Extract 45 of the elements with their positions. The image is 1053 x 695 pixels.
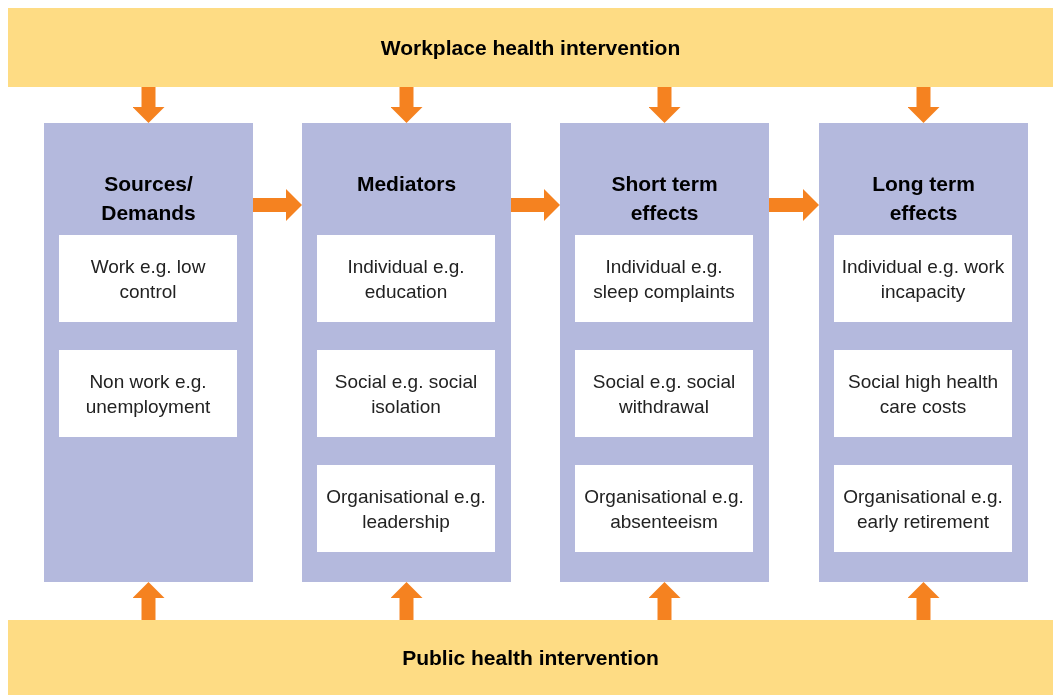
example-box	[575, 235, 753, 322]
intervention-band	[8, 620, 1053, 695]
example-text: Individual e.g. sleep complaints	[592, 254, 736, 304]
example-box	[317, 465, 495, 552]
example-box	[575, 465, 753, 552]
column-heading: Mediators	[355, 171, 458, 197]
column-heading: Short term effects	[610, 171, 719, 226]
example-text: Non work e.g. unemployment	[84, 369, 212, 419]
arrow	[132, 582, 165, 620]
example-box	[59, 350, 237, 437]
stage-column	[302, 123, 511, 582]
arrow	[769, 189, 819, 221]
arrow	[907, 87, 940, 123]
arrow	[648, 87, 681, 123]
column-heading: Long term effects	[871, 171, 976, 226]
column-heading: Sources/ Demands	[100, 171, 197, 226]
example-text: Social e.g. social withdrawal	[591, 369, 737, 419]
stage-column	[819, 123, 1028, 582]
example-text: Work e.g. low control	[89, 254, 207, 304]
example-box	[834, 350, 1012, 437]
example-text: Social e.g. social isolation	[333, 369, 479, 419]
stage-column	[560, 123, 769, 582]
arrow	[390, 87, 423, 123]
example-box	[575, 350, 753, 437]
arrow	[390, 582, 423, 620]
example-box	[834, 465, 1012, 552]
band-title: Workplace health intervention	[380, 35, 681, 60]
example-text: Individual e.g. work incapacity	[840, 254, 1006, 304]
example-text: Individual e.g. education	[346, 254, 466, 304]
example-text: Social high health care costs	[847, 369, 999, 419]
arrow	[511, 189, 560, 221]
example-text: Organisational e.g. absenteeism	[583, 484, 745, 534]
example-box	[59, 235, 237, 322]
arrow	[648, 582, 681, 620]
example-box	[317, 235, 495, 322]
stage-column	[44, 123, 253, 582]
example-text: Organisational e.g. leadership	[325, 484, 487, 534]
intervention-band	[8, 8, 1053, 87]
arrow	[907, 582, 940, 620]
arrow	[253, 189, 302, 221]
example-box	[834, 235, 1012, 322]
arrow	[132, 87, 165, 123]
example-text: Organisational e.g. early retirement	[842, 484, 1004, 534]
example-box	[317, 350, 495, 437]
band-title: Public health intervention	[402, 645, 659, 670]
